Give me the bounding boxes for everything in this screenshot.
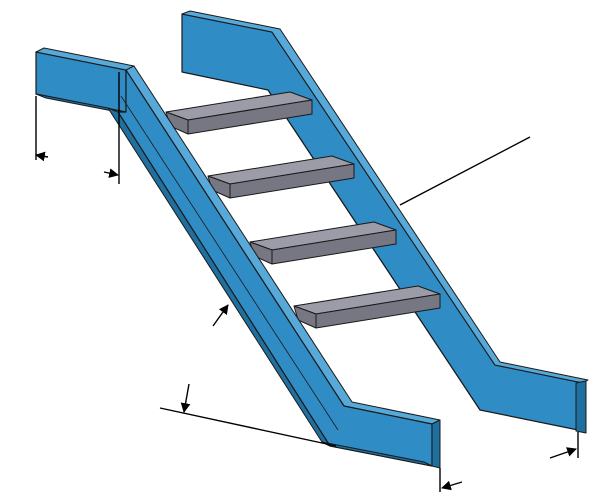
tread-4 (293, 285, 441, 329)
tread-3 (249, 221, 397, 265)
rear-stringer-end-flange (575, 380, 587, 434)
rear-stringer-top-flange (181, 10, 589, 384)
dim-right-arrow (549, 447, 577, 459)
rear-stringer (181, 10, 589, 434)
arrow-bottom-vertical (180, 383, 191, 413)
dim-upper-arrow-right (103, 168, 119, 178)
arrow-front-stringer (212, 304, 229, 327)
front-stringer-lower-flange (107, 107, 331, 447)
front-stringer-sloped-web (117, 69, 433, 467)
tread-2 (207, 155, 355, 199)
dim-lower-arrow (441, 480, 463, 491)
treads (165, 91, 441, 329)
tread-1 (165, 91, 313, 135)
front-stringer (35, 47, 441, 469)
annotations (35, 72, 579, 492)
base-line (159, 407, 337, 447)
front-stringer-end-flange (431, 419, 441, 469)
leader-rear-stringer (399, 136, 531, 206)
dim-upper-arrow-left (35, 151, 49, 162)
